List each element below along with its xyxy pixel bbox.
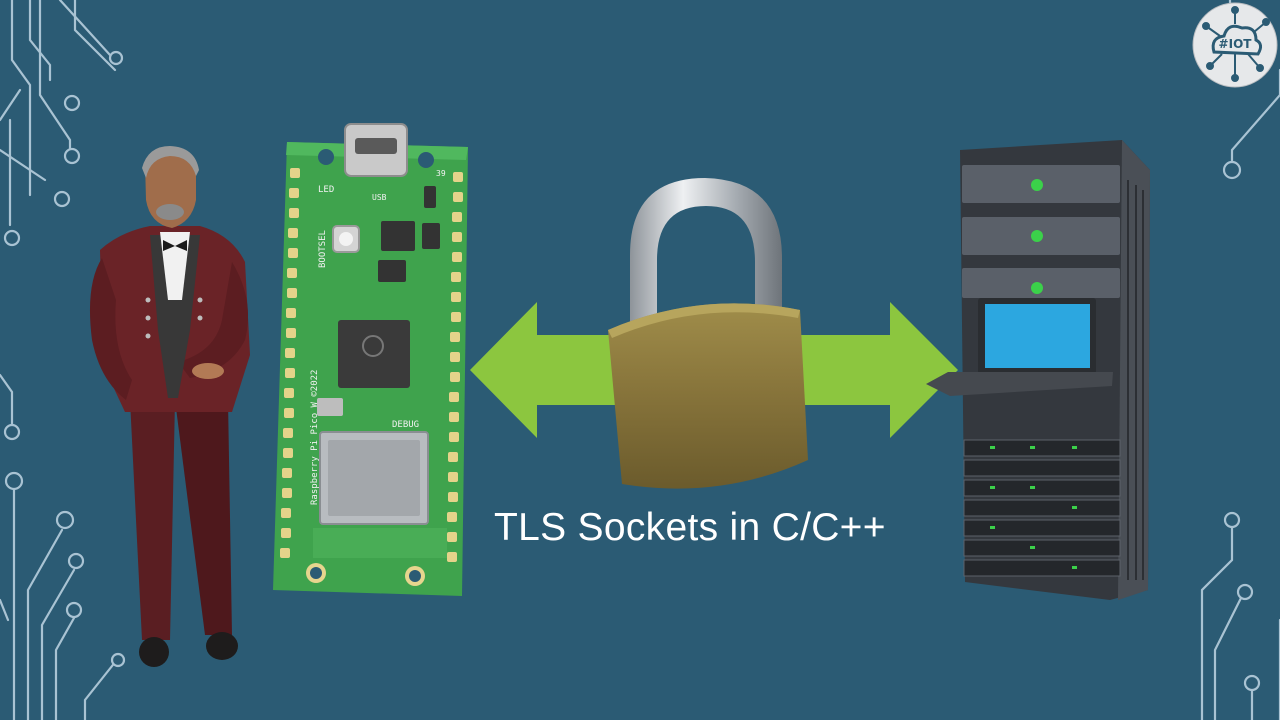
trace-line (0, 88, 22, 122)
trace-node (67, 552, 85, 570)
iot-cloud-badge (1192, 2, 1278, 88)
trace-node (1243, 674, 1261, 692)
label-led: LED (318, 185, 334, 195)
trace-node (3, 229, 21, 247)
trace-node (63, 94, 81, 112)
trace-line (0, 148, 47, 182)
trace-line (1230, 68, 1280, 164)
trace-line (1200, 526, 1234, 720)
trace-line (26, 528, 64, 720)
label-usb: USB (372, 193, 387, 202)
trace-node (55, 510, 75, 530)
label-bootsel: BOOTSEL (318, 230, 328, 268)
label-board-model: Raspberry Pi Pico W ©2022 (310, 370, 320, 505)
trace-node (4, 471, 24, 491)
trace-node (3, 423, 21, 441)
label-debug: DEBUG (392, 420, 419, 430)
trace-line (83, 659, 118, 720)
trace-node (110, 652, 126, 668)
trace-node (63, 147, 81, 165)
trace-node (108, 50, 124, 66)
trace-node (53, 190, 71, 208)
trace-line (0, 598, 10, 622)
trace-line (38, 0, 72, 152)
trace-node (1222, 160, 1242, 180)
trace-node (1236, 583, 1254, 601)
trace-node (65, 601, 83, 619)
label-pin-39: 39 (436, 169, 446, 178)
iot-badge-label: #IOT (1218, 37, 1252, 51)
trace-line (58, 0, 112, 57)
caption-title: TLS Sockets in C/C++ (494, 506, 886, 549)
trace-line (73, 0, 117, 72)
trace-node (1223, 511, 1241, 529)
trace-line (10, 0, 32, 197)
trace-line (40, 568, 76, 720)
trace-line (54, 616, 76, 720)
trace-line (1213, 590, 1246, 720)
trace-line (0, 373, 14, 427)
